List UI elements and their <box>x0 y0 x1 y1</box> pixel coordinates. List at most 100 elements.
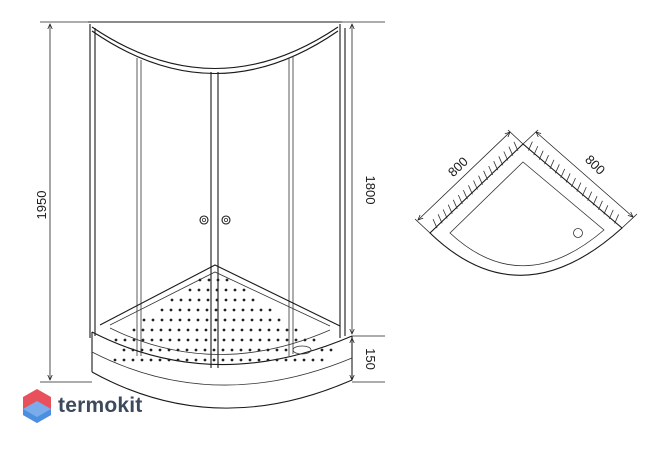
anti-slip-dot <box>241 308 245 312</box>
anti-slip-dot <box>169 318 173 322</box>
anti-slip-dot <box>170 298 174 302</box>
anti-slip-dot <box>276 338 280 342</box>
anti-slip-dot <box>302 358 306 362</box>
anti-slip-dot <box>231 328 235 332</box>
anti-slip-dot <box>142 318 146 322</box>
brand-name: termokit <box>58 394 143 417</box>
hatch-line <box>581 186 587 197</box>
anti-slip-dot <box>277 318 281 322</box>
anti-slip-dot <box>187 318 191 322</box>
anti-slip-dot <box>149 348 153 352</box>
dim-label-total: 1950 <box>34 191 49 220</box>
anti-slip-dot <box>267 328 271 332</box>
drain-icon <box>292 345 312 355</box>
anti-slip-dot <box>176 348 180 352</box>
anti-slip-dot <box>258 338 262 342</box>
anti-slip-dot <box>231 338 235 342</box>
anti-slip-dot <box>221 348 225 352</box>
anti-slip-dot <box>195 328 199 332</box>
anti-slip-dot <box>213 328 217 332</box>
anti-slip-dot <box>221 358 225 362</box>
anti-slip-dot <box>276 328 280 332</box>
anti-slip-dot <box>239 358 243 362</box>
anti-slip-dot <box>141 328 145 332</box>
anti-slip-dot <box>232 318 236 322</box>
top-rail-inner <box>91 30 339 74</box>
dim-line-side-left <box>418 132 510 220</box>
top-view: 800 800 <box>414 129 638 276</box>
anti-slip-dot <box>197 288 201 292</box>
hatch-line <box>592 196 598 206</box>
anti-slip-dot <box>141 338 145 342</box>
anti-slip-dot <box>185 348 189 352</box>
anti-slip-dot <box>114 338 118 342</box>
anti-slip-dot <box>132 328 136 332</box>
brand-hexagon-icon <box>23 389 51 423</box>
anti-slip-dot <box>215 288 219 292</box>
anti-slip-dot <box>239 348 243 352</box>
anti-slip-dot <box>250 318 254 322</box>
anti-slip-dot <box>206 298 210 302</box>
anti-slip-dot <box>188 288 192 292</box>
hatch-line <box>503 151 509 161</box>
anti-slip-dot <box>150 328 154 332</box>
hatch-line <box>544 155 549 165</box>
anti-slip-dot <box>168 328 172 332</box>
hatch-line <box>549 159 555 169</box>
hatch-line <box>452 199 458 209</box>
hatch-line <box>478 175 483 185</box>
anti-slip-dot <box>249 338 253 342</box>
anti-slip-dot <box>158 348 162 352</box>
tray-base <box>91 371 353 409</box>
anti-slip-dot <box>214 318 218 322</box>
anti-slip-dot <box>178 318 182 322</box>
anti-slip-dot <box>196 308 200 312</box>
anti-slip-dot <box>205 318 209 322</box>
hatch-line <box>437 214 443 224</box>
dim-label-side-left: 800 <box>445 154 471 180</box>
anti-slip-dot <box>196 318 200 322</box>
anti-slip-dot <box>320 348 324 352</box>
hatch-line <box>571 177 576 188</box>
anti-slip-dot <box>212 358 216 362</box>
hatch-line <box>554 164 560 174</box>
hatch-line <box>603 205 609 215</box>
anti-slip-dot <box>168 338 172 342</box>
anti-slip-dot <box>131 348 135 352</box>
anti-slip-dot <box>285 338 289 342</box>
anti-slip-pattern <box>113 278 333 362</box>
hatch-line <box>560 168 566 179</box>
anti-slip-dot <box>320 358 324 362</box>
anti-slip-dot <box>225 278 229 282</box>
tray-inner-outline <box>449 161 605 267</box>
anti-slip-dot <box>207 278 211 282</box>
anti-slip-dot <box>178 308 182 312</box>
anti-slip-dot <box>159 328 163 332</box>
anti-slip-dot <box>311 358 315 362</box>
anti-slip-dot <box>284 348 288 352</box>
anti-slip-dot <box>293 358 297 362</box>
anti-slip-dot <box>158 358 162 362</box>
hatch-line <box>493 161 499 171</box>
anti-slip-dot <box>159 338 163 342</box>
anti-slip-dot <box>132 338 136 342</box>
anti-slip-dot <box>215 298 219 302</box>
anti-slip-dot <box>179 298 183 302</box>
anti-slip-dot <box>198 278 202 282</box>
anti-slip-dot <box>233 288 237 292</box>
tray-outline <box>429 143 623 276</box>
anti-slip-dot <box>149 358 153 362</box>
hatch-line <box>533 145 539 156</box>
anti-slip-dot <box>233 298 237 302</box>
front-view: 1950 1800 150 <box>34 21 385 409</box>
anti-slip-dot <box>224 298 228 302</box>
anti-slip-dot <box>113 358 117 362</box>
anti-slip-dot <box>230 358 234 362</box>
anti-slip-dot <box>268 318 272 322</box>
hatch-line <box>473 180 478 190</box>
tray-back-edge <box>99 264 341 327</box>
anti-slip-dot <box>151 318 155 322</box>
anti-slip-dot <box>222 338 226 342</box>
hatch-line <box>508 146 514 156</box>
